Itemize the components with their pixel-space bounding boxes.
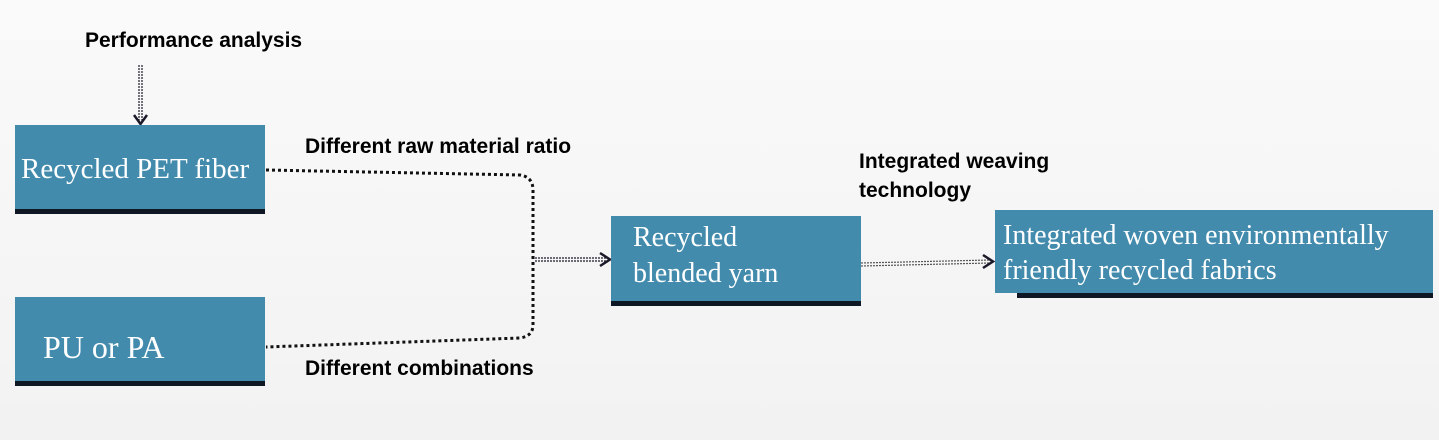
node-label-line2: friendly recycled fabrics <box>1003 255 1277 286</box>
node-pu-or-pa: PU or PA <box>15 297 265 381</box>
node-label: PU or PA <box>43 329 165 365</box>
node-label-line2: blended yarn <box>633 258 779 289</box>
bracket-connector <box>265 168 535 349</box>
node-integrated-woven-fabrics: Integrated woven environmentally friendl… <box>995 210 1433 293</box>
performance-analysis-label: Performance analysis <box>85 29 303 52</box>
different-combinations-label: Different combinations <box>305 357 534 380</box>
performance-arrow <box>132 65 149 127</box>
raw-material-ratio-label: Different raw material ratio <box>305 135 572 158</box>
weaving-technology-label: Integrated weaving technology <box>859 147 1049 205</box>
node-label: Recycled PET fiber <box>21 153 250 185</box>
pet-box-shadow <box>15 208 265 214</box>
node-recycled-blended-yarn: Recycled blended yarn <box>611 216 861 301</box>
pu-box-shadow <box>15 380 265 386</box>
node-recycled-pet-fiber: Recycled PET fiber <box>15 125 265 209</box>
fabric-box-shadow <box>1017 292 1433 298</box>
weaving-label-line1: Integrated weaving <box>859 150 1050 173</box>
weaving-label-line2: technology <box>859 179 972 202</box>
node-label-line1: Integrated woven environmentally <box>1003 220 1389 251</box>
arrow-to-yarn <box>535 251 613 268</box>
node-label-line1: Recycled <box>633 222 738 253</box>
yarn-box-shadow <box>611 300 861 306</box>
arrow-to-fabric <box>860 253 996 270</box>
